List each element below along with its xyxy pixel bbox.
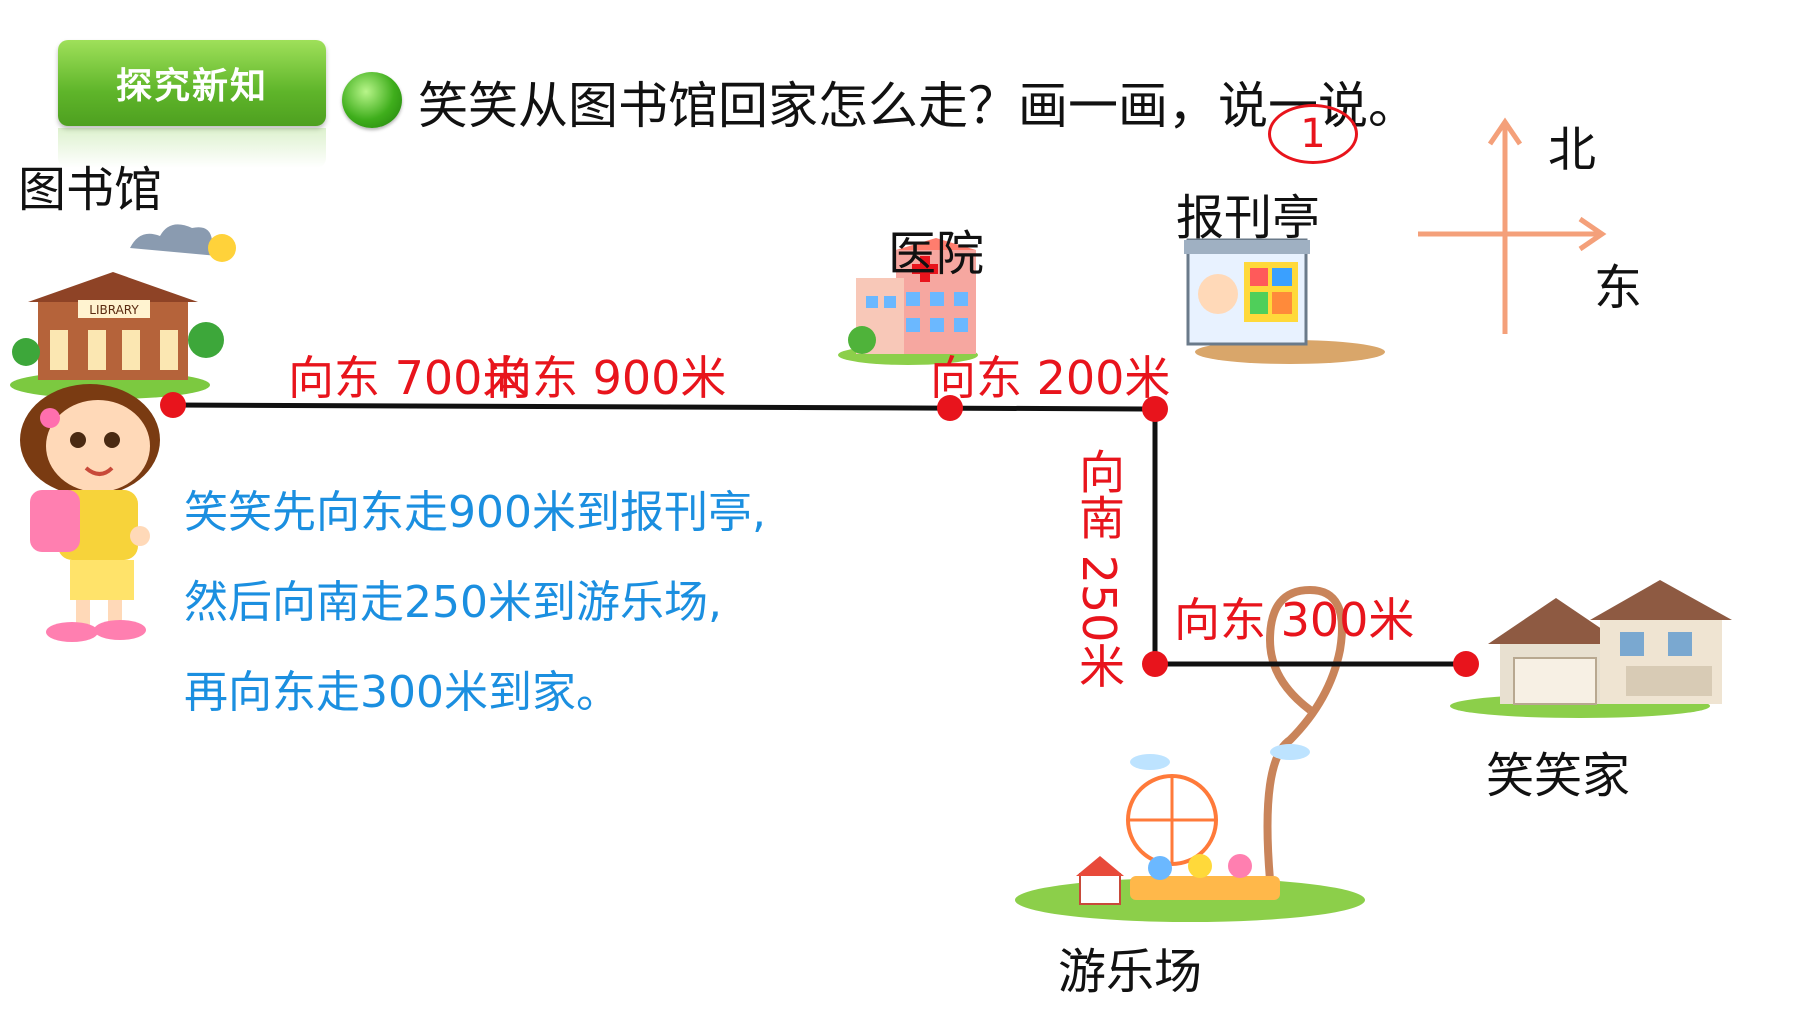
compass: [1418, 117, 1607, 334]
hospital-illustration: [838, 238, 978, 365]
home-illustration: [1450, 580, 1732, 718]
question-text: 笑笑从图书馆回家怎么走？画一画，说一说。: [418, 77, 1418, 135]
route-points: [160, 392, 1479, 677]
route-label-east-300: 向东 300米: [1174, 593, 1415, 647]
compass-label-north: 北: [1548, 122, 1597, 178]
place-label-newsstand: 报刊亭: [1176, 190, 1321, 246]
route-point-hospital: [937, 395, 963, 421]
green-bullet-icon: [342, 72, 402, 128]
library-illustration: LIBRARY: [10, 224, 236, 399]
explanation-line-1: 笑笑先向东走900米到报刊亭,: [184, 487, 766, 538]
explanation-line-3: 再向东走300米到家。: [184, 667, 620, 718]
route-label-south-250: 向南 250米: [1072, 448, 1126, 689]
route-path: [172, 402, 1466, 667]
place-label-library: 图书馆: [18, 162, 163, 218]
route-point-home: [1453, 651, 1479, 677]
step-number-badge: 1: [1268, 104, 1358, 164]
route-point-newsstand: [1142, 396, 1168, 422]
place-label-amusement-park: 游乐场: [1058, 944, 1203, 1000]
section-badge: 探究新知: [58, 40, 326, 126]
amusement-park-illustration: [1015, 585, 1365, 922]
girl-illustration: [20, 384, 160, 642]
route-label-east-900: 向东 900米: [486, 351, 727, 405]
route-point-amusement-park: [1142, 651, 1168, 677]
explanation-line-2: 然后向南走250米到游乐场,: [184, 577, 722, 628]
route-point-library: [160, 392, 186, 418]
compass-label-east: 东: [1594, 260, 1643, 316]
svg-text:LIBRARY: LIBRARY: [89, 303, 139, 317]
badge-reflection: [58, 128, 326, 168]
route-label-east-200: 向东 200米: [930, 351, 1171, 405]
place-label-home: 笑笑家: [1486, 748, 1631, 804]
route-label-east-700: 向东 700米: [288, 351, 529, 405]
newsstand-illustration: [1184, 238, 1385, 364]
place-label-hospital: 医院: [888, 226, 985, 282]
